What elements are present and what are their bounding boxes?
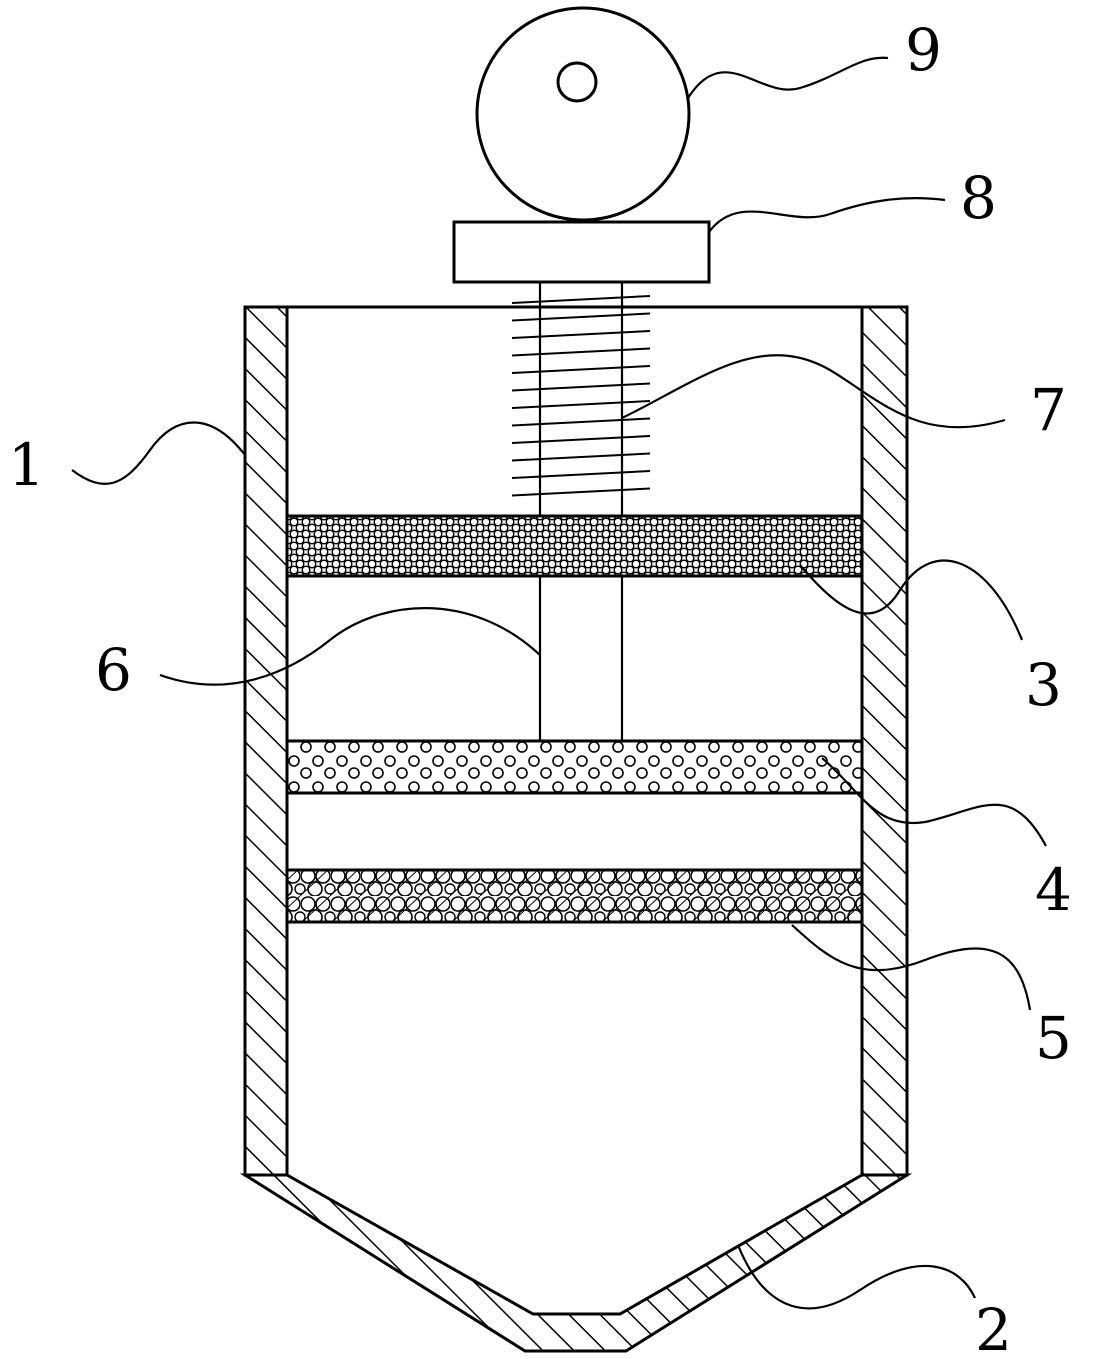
press-plate bbox=[452, 220, 711, 284]
spring-coil bbox=[511, 382, 651, 392]
connecting-rod bbox=[538, 576, 624, 741]
label-7: 7 bbox=[1030, 376, 1067, 444]
upper-filter-layer bbox=[285, 514, 864, 578]
label-8: 8 bbox=[960, 164, 997, 232]
leader-line-1 bbox=[71, 421, 246, 485]
spring-coil bbox=[511, 347, 651, 357]
leader-line-5 bbox=[791, 924, 1032, 1011]
leader-line-3 bbox=[799, 559, 1024, 641]
leader-line-7 bbox=[621, 354, 1006, 429]
leader-line-4 bbox=[821, 757, 1047, 847]
label-9: 9 bbox=[905, 16, 942, 84]
label-6: 6 bbox=[95, 636, 132, 704]
leader-line-8 bbox=[708, 197, 946, 233]
spring-coil bbox=[511, 487, 651, 497]
label-3: 3 bbox=[1025, 651, 1062, 719]
label-2: 2 bbox=[975, 1296, 1012, 1359]
spring-coil bbox=[511, 400, 651, 409]
leader-line-9 bbox=[687, 56, 889, 99]
lower-filter-layer bbox=[285, 868, 864, 924]
spring-coil bbox=[511, 312, 651, 322]
spring-coil bbox=[511, 417, 651, 427]
spring bbox=[511, 295, 651, 497]
label-4: 4 bbox=[1035, 856, 1072, 924]
middle-filter-layer bbox=[285, 739, 864, 795]
spring-coil bbox=[511, 452, 651, 462]
label-1: 1 bbox=[8, 431, 45, 499]
spring-coil bbox=[511, 295, 651, 304]
spring-coil bbox=[511, 330, 651, 339]
spring-coil bbox=[511, 435, 651, 444]
cam-wheel bbox=[475, 6, 691, 222]
leader-line-2 bbox=[736, 1244, 977, 1310]
right-wall bbox=[860, 305, 909, 1177]
label-5: 5 bbox=[1035, 1004, 1072, 1072]
spring-coil bbox=[511, 470, 651, 479]
spring-coil bbox=[511, 365, 651, 374]
cam-axle bbox=[556, 61, 598, 103]
left-wall bbox=[243, 305, 289, 1177]
conical-bottom bbox=[239, 1173, 913, 1353]
leader-line-6 bbox=[159, 607, 541, 686]
